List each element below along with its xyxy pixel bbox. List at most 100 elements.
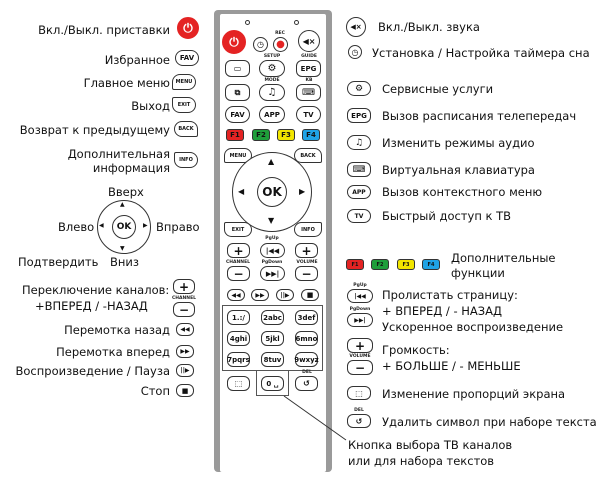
key-6[interactable]: 6mno	[295, 331, 318, 346]
delete-icon: ↺	[347, 414, 371, 428]
menu-button[interactable]: MENU	[224, 148, 252, 163]
left-button[interactable]: ◀	[238, 187, 245, 196]
channel-plus-icon: +	[173, 279, 195, 294]
label-num-1: Кнопка выбора ТВ каналов	[348, 438, 513, 452]
f2-button[interactable]: F2	[252, 129, 270, 141]
led-indicator	[294, 20, 299, 25]
channel-minus-icon: −	[173, 302, 195, 317]
f4-icon: F4	[422, 259, 440, 270]
label-channel-1: Переключение каналов:	[22, 283, 170, 297]
f4-button[interactable]: F4	[302, 129, 320, 141]
label-ok: Подтвердить	[18, 255, 99, 269]
led-indicator	[245, 20, 250, 25]
rec-button[interactable]: ●	[273, 37, 288, 52]
label-rewind: Перемотка назад	[64, 323, 170, 337]
timer-button[interactable]: ◷	[253, 37, 268, 52]
up-button[interactable]: ▲	[268, 157, 275, 166]
mute-button[interactable]: ◀×	[298, 30, 320, 52]
page-up-icon: |◀◀	[347, 289, 373, 303]
label-pg-1: Пролистать страницу:	[382, 288, 518, 302]
volume-plus-button[interactable]: +	[295, 243, 318, 258]
kb-label: KB	[305, 78, 313, 83]
label-menu: Главное меню	[83, 76, 170, 90]
keyboard-button[interactable]: ⌨	[296, 84, 321, 101]
f3-icon: F3	[397, 259, 415, 270]
epg-button[interactable]: EPG	[296, 60, 321, 77]
key-0[interactable]: 0 ␣	[261, 376, 284, 391]
play-pause-button[interactable]: ||▶	[276, 289, 294, 301]
label-vol-1: Громкость:	[382, 343, 450, 357]
key-5[interactable]: 5jkl	[261, 331, 284, 346]
app-button[interactable]: APP	[259, 106, 285, 123]
key-1[interactable]: 1.:/	[227, 310, 250, 325]
multiscreen-button[interactable]: ⧉	[225, 84, 250, 101]
back-button[interactable]: BACK	[294, 148, 322, 163]
mute-icon: ◀×	[346, 17, 366, 37]
tv-icon: TV	[347, 209, 371, 223]
fast-forward-button[interactable]: ▶▶	[251, 289, 269, 301]
aspect-ratio-button[interactable]: ⬚	[227, 376, 250, 391]
pgdown-label: PgDown	[261, 260, 283, 265]
label-del: Удалить символ при наборе текста	[382, 415, 597, 429]
audio-mode-button[interactable]: ♫	[259, 84, 285, 101]
down-button[interactable]: ▼	[268, 216, 275, 225]
stop-button[interactable]: ■	[301, 289, 319, 301]
label-f-2: функции	[451, 266, 505, 280]
dpad[interactable]: OK	[232, 152, 312, 232]
label-channel-2: +ВПЕРЕД / -НАЗАД	[35, 299, 148, 313]
fav-icon: FAV	[175, 50, 199, 66]
key-8[interactable]: 8tuv	[261, 352, 284, 367]
aspect-ratio-icon: ⬚	[347, 386, 371, 400]
numpad-frame-zero	[256, 370, 289, 396]
del-label: DEL	[354, 408, 364, 413]
label-num-2: или для набора текстов	[348, 454, 495, 468]
label-power: Вкл./Выкл. приставки	[38, 23, 170, 37]
page-down-button[interactable]: ▶▶|	[260, 266, 285, 281]
numpad-frame	[222, 305, 323, 371]
page-down-icon: ▶▶|	[347, 313, 373, 327]
tv-button[interactable]: TV	[296, 106, 321, 123]
info-icon: INFO	[174, 152, 198, 168]
channel-plus-button[interactable]: +	[227, 243, 250, 258]
label-pg-3: Ускоренное воспроизведение	[382, 320, 564, 334]
rewind-button[interactable]: ◀◀	[227, 289, 245, 301]
label-pg-2: + ВПЕРЕД / - НАЗАД	[382, 304, 503, 318]
arrow-left-icon: ◀	[99, 222, 104, 229]
right-button[interactable]: ▶	[299, 187, 306, 196]
label-aspect: Изменение пропорций экрана	[382, 387, 566, 401]
play-pause-icon: ||▶	[176, 364, 194, 377]
key-7[interactable]: 7pqrs	[227, 352, 250, 367]
exit-button[interactable]: EXIT	[224, 222, 252, 237]
f1-button[interactable]: F1	[226, 129, 244, 141]
key-9[interactable]: 9wxyz	[294, 352, 319, 367]
info-button[interactable]: INFO	[294, 222, 322, 237]
ok-button[interactable]: OK	[257, 177, 287, 207]
label-epg: Вызов расписания телепередач	[382, 109, 577, 123]
delete-button[interactable]: ↺	[295, 376, 318, 391]
label-timer: Установка / Настройка таймера сна	[372, 46, 590, 60]
pip-button[interactable]: ▭	[225, 60, 250, 77]
key-3[interactable]: 3def	[295, 310, 318, 325]
setup-label: SETUP	[263, 54, 281, 59]
guide-label: GUIDE	[301, 54, 317, 59]
key-4[interactable]: 4ghi	[227, 331, 250, 346]
label-info-2: информация	[92, 161, 170, 175]
label-up: Вверх	[108, 185, 144, 199]
fav-button[interactable]: FAV	[225, 106, 250, 123]
channel-label: CHANNEL	[171, 296, 197, 301]
channel-label: CHANNEL	[225, 260, 251, 265]
page-up-button[interactable]: |◀◀	[260, 243, 285, 258]
power-button[interactable]: ⏻	[222, 30, 246, 54]
f3-button[interactable]: F3	[277, 129, 295, 141]
pgdown-label: PgDown	[349, 307, 371, 312]
volume-minus-icon: −	[347, 360, 373, 375]
setup-icon: ⚙	[347, 81, 371, 96]
f1-icon: F1	[346, 259, 364, 270]
key-2[interactable]: 2abc	[261, 310, 284, 325]
label-vol-2: + БОЛЬШЕ / - МЕНЬШЕ	[382, 359, 521, 373]
setup-button[interactable]: ⚙	[259, 60, 285, 77]
volume-label: VOLUME	[296, 260, 318, 265]
channel-minus-button[interactable]: −	[227, 266, 250, 281]
volume-minus-button[interactable]: −	[295, 266, 318, 281]
label-tv: Быстрый доступ к ТВ	[382, 209, 512, 223]
